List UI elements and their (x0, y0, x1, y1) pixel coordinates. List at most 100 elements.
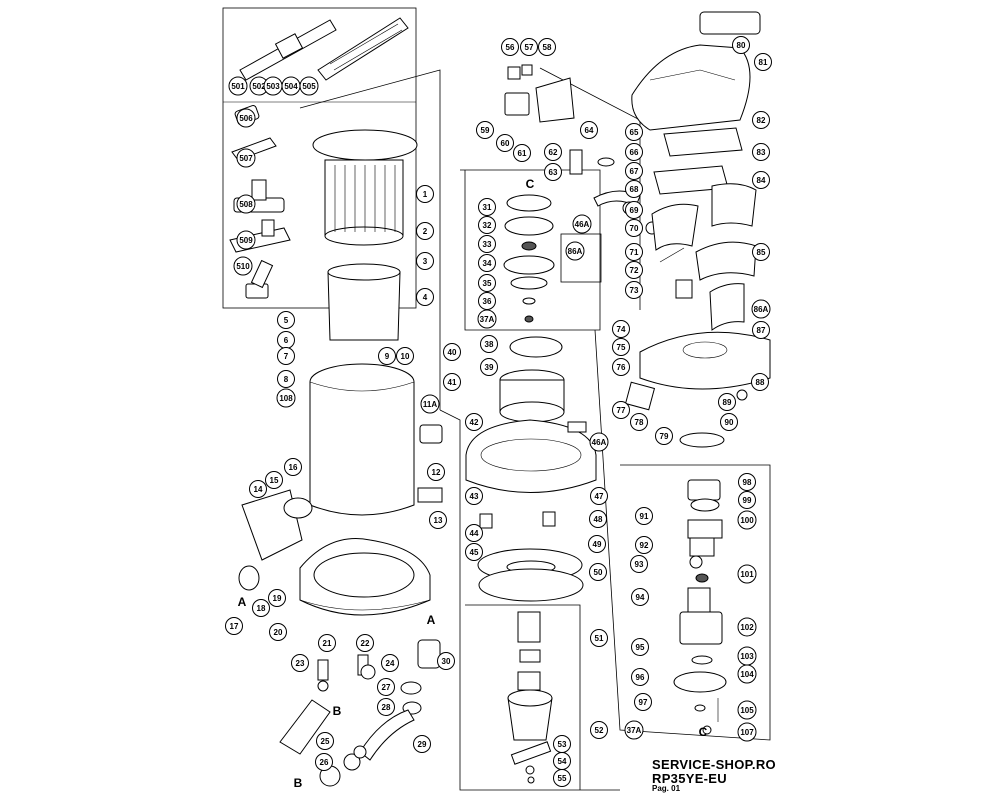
callout-label: 25 (321, 737, 330, 746)
callout-label: 58 (543, 43, 552, 52)
callout-label: 86A (754, 305, 769, 314)
callout-22: 22 (356, 634, 374, 652)
callout-label: 70 (630, 224, 639, 233)
callout-label: 66 (630, 148, 639, 157)
callout-label: 98 (743, 478, 752, 487)
hose-cuffs (279, 699, 415, 787)
callout-99: 99 (738, 491, 756, 509)
callout-label: 103 (740, 652, 754, 661)
callout-89: 89 (718, 393, 736, 411)
callout-label: 48 (594, 515, 603, 524)
callout-104: 104 (737, 664, 757, 684)
callout-label: 107 (740, 728, 754, 737)
callout-88: 88 (751, 373, 769, 391)
callout-label: 59 (481, 126, 490, 135)
page-number: Pag. 01 (652, 784, 681, 794)
callout-1: 1 (416, 185, 434, 203)
callout-504: 504 (281, 76, 301, 96)
callout-label: 506 (239, 114, 253, 123)
motor-housing-base (624, 331, 771, 448)
ref-letter-A2: A (427, 613, 436, 627)
noise-shields (651, 183, 757, 331)
callout-label: 24 (386, 659, 395, 668)
callout-30: 30 (437, 652, 455, 670)
callout-16: 16 (284, 458, 302, 476)
casters (317, 654, 376, 692)
callout-86A: 86A (751, 299, 771, 319)
callout-74: 74 (612, 320, 630, 338)
callout-label: 37A (480, 315, 495, 324)
callout-label: 49 (593, 540, 602, 549)
callout-503: 503 (263, 76, 283, 96)
callout-label: 46A (592, 438, 607, 447)
callout-label: 62 (549, 148, 558, 157)
callout-label: 12 (432, 468, 441, 477)
base-trolley (299, 538, 431, 616)
callout-19: 19 (268, 589, 286, 607)
callout-97: 97 (634, 693, 652, 711)
callout-9: 9 (378, 347, 396, 365)
callout-506: 506 (236, 108, 256, 128)
callout-label: 74 (617, 325, 626, 334)
callout-58: 58 (538, 38, 556, 56)
callout-label: 94 (636, 593, 645, 602)
callout-2: 2 (416, 222, 434, 240)
callout-18: 18 (252, 599, 270, 617)
callout-56: 56 (501, 38, 519, 56)
callout-label: 28 (382, 703, 391, 712)
callout-label: 51 (595, 634, 604, 643)
callout-75: 75 (612, 338, 630, 356)
callout-85: 85 (752, 243, 770, 261)
callout-501: 501 (228, 76, 248, 96)
filter-cage (327, 263, 401, 341)
callout-label: 36 (483, 297, 492, 306)
callout-label: 37A (627, 726, 642, 735)
callout-79: 79 (655, 427, 673, 445)
callout-31: 31 (478, 198, 496, 216)
callout-label: 80 (737, 41, 746, 50)
callout-label: 56 (506, 43, 515, 52)
head-cover (631, 11, 761, 131)
callout-101: 101 (737, 564, 757, 584)
callout-26: 26 (315, 753, 333, 771)
callout-label: 47 (595, 492, 604, 501)
callout-43: 43 (465, 487, 483, 505)
callout-label: 86A (568, 247, 583, 256)
callout-94: 94 (631, 588, 649, 606)
callout-label: 2 (423, 227, 428, 236)
callout-29: 29 (413, 735, 431, 753)
callout-36: 36 (478, 292, 496, 310)
callout-63: 63 (544, 163, 562, 181)
filter-pads (653, 127, 743, 195)
callout-100: 100 (737, 510, 757, 530)
switch-and-cables (479, 421, 587, 529)
callout-label: 67 (630, 167, 639, 176)
callout-label: 57 (525, 43, 534, 52)
callout-17: 17 (225, 617, 243, 635)
accessories-frame (222, 7, 417, 309)
callout-95: 95 (631, 638, 649, 656)
callout-label: 95 (636, 643, 645, 652)
callout-96: 96 (631, 668, 649, 686)
callout-label: 54 (558, 757, 567, 766)
callout-55: 55 (553, 769, 571, 787)
shop-name: SERVICE-SHOP.RO (652, 757, 776, 772)
callout-label: 31 (483, 203, 492, 212)
callout-label: 39 (485, 363, 494, 372)
callout-8: 8 (277, 370, 295, 388)
callout-label: 21 (323, 639, 332, 648)
callout-label: 65 (630, 128, 639, 137)
callout-label: 17 (230, 622, 239, 631)
callout-46A: 46A (572, 214, 592, 234)
callout-label: 88 (756, 378, 765, 387)
callout-label: 104 (740, 670, 754, 679)
callout-label: 18 (257, 604, 266, 613)
callout-90: 90 (720, 413, 738, 431)
callout-label: 43 (470, 492, 479, 501)
callout-label: 75 (617, 343, 626, 352)
callout-label: 502 (252, 82, 266, 91)
callout-label: 78 (635, 418, 644, 427)
callout-label: 33 (483, 240, 492, 249)
callout-label: 501 (231, 82, 245, 91)
